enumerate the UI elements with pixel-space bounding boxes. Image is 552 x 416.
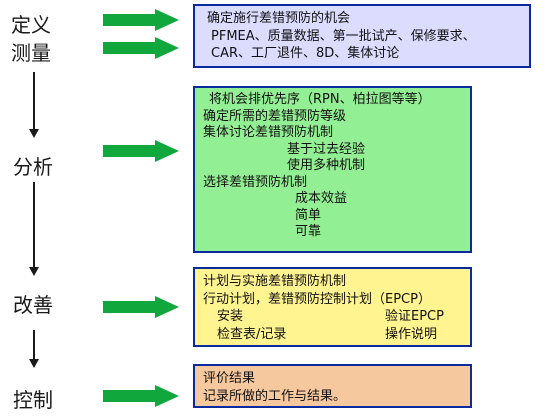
analyze-line-4: 选择差错预防机制 <box>203 174 308 190</box>
improve-item-instructions: 操作说明 <box>385 326 438 342</box>
control-line-2: 记录所做的工作与结果。 <box>203 388 347 404</box>
stage-define: 定义 <box>11 13 51 37</box>
improve-row-4: 检查表/记录 操作说明 <box>203 326 462 344</box>
analyze-box: 将机会排优先序（RPN、柏拉图等等） 确定所需的差错预防等级 集体讨论差错预防机… <box>193 86 472 253</box>
define-line-1: 确定施行差错预防的机会 <box>207 11 351 26</box>
analyze-sub1-item: 使用多种机制 <box>287 158 366 173</box>
analyze-sub2-item: 可靠 <box>295 224 322 239</box>
define-box: 确定施行差错预防的机会 PFMEA、质量数据、第一批试产、保修要求、 CAR、工… <box>193 4 531 68</box>
green-arrow-analyze <box>103 140 179 162</box>
analyze-sub2-item: 成本效益 <box>295 191 348 206</box>
improve-item-install: 安装 <box>217 309 244 324</box>
stage-improve: 改善 <box>13 293 53 317</box>
analyze-sub1-item: 基于过去经验 <box>287 141 366 157</box>
improve-box: 计划与实施差错预防机制 行动计划，差错预防控制计划（EPCP） 安装 验证EPC… <box>193 267 472 347</box>
analyze-line-1: 将机会排优先序（RPN、柏拉图等等） <box>209 92 431 107</box>
analyze-sub2-item: 简单 <box>295 207 322 223</box>
define-line-3: CAR、工厂退件、8D、集体讨论 <box>211 46 400 61</box>
analyze-line-3: 集体讨论差错预防机制 <box>203 125 334 140</box>
improve-line-1: 计划与实施差错预防机制 <box>203 274 347 289</box>
define-line-2: PFMEA、质量数据、第一批试产、保修要求、 <box>211 28 476 44</box>
improve-line-2: 行动计划，差错预防控制计划（EPCP） <box>203 291 431 307</box>
analyze-line-2: 确定所需的差错预防等级 <box>203 108 347 124</box>
green-arrow-improve <box>103 296 179 318</box>
green-arrow-define <box>103 9 179 31</box>
stage-measure: 测量 <box>11 41 51 65</box>
improve-item-checklist: 检查表/记录 <box>217 326 287 342</box>
control-box: 评价结果 记录所做的工作与结果。 <box>193 364 472 408</box>
green-arrow-measure <box>103 37 179 59</box>
green-arrow-control <box>103 385 179 407</box>
control-line-1: 评价结果 <box>203 371 256 386</box>
improve-row-3: 安装 验证EPCP <box>203 308 462 326</box>
stage-analyze: 分析 <box>13 155 53 179</box>
improve-item-verify-epcp: 验证EPCP <box>385 309 444 324</box>
stage-control: 控制 <box>13 388 53 412</box>
